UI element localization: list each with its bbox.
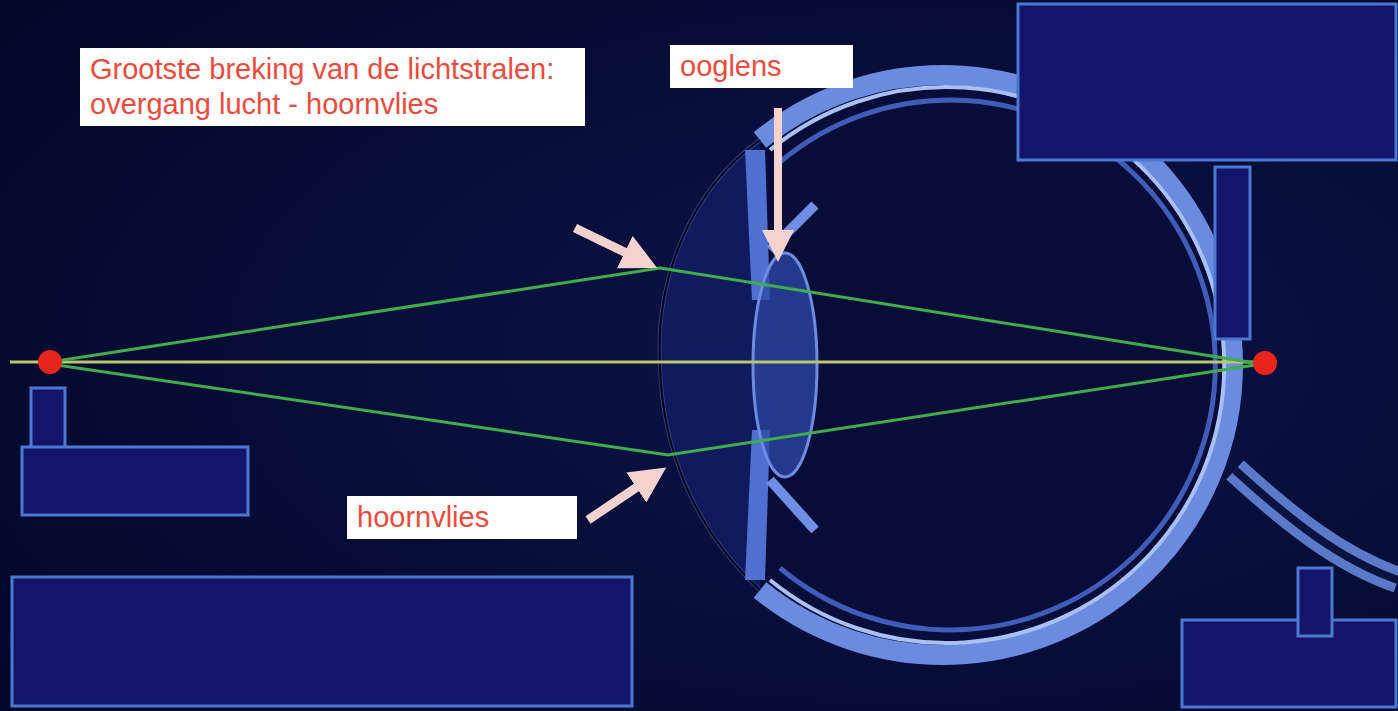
label-box: ooglens (670, 45, 853, 88)
label-box: Grootste breking van de lichtstralen: ov… (80, 48, 585, 126)
leader-arrow (575, 228, 645, 262)
retina (770, 87, 1224, 643)
label-text: Grootste breking van de lichtstralen: ov… (90, 52, 575, 122)
sclera (760, 75, 1233, 655)
image-point (1253, 351, 1277, 375)
label-box: hoornvlies (347, 496, 577, 539)
object-point (38, 350, 62, 374)
light-ray-lower (50, 364, 1255, 455)
placeholder-boxes (12, 4, 1396, 707)
light-ray-upper (50, 268, 1255, 363)
cornea (660, 140, 760, 590)
optic-nerve-core (1235, 470, 1398, 580)
leader-arrow (588, 475, 655, 520)
label-text: ooglens (680, 49, 843, 84)
optic-nerve (1235, 470, 1398, 580)
leader-arrow (774, 108, 782, 250)
light-ray-axis (10, 361, 1255, 364)
label-text: hoornvlies (357, 500, 567, 535)
cornea-edge (660, 140, 760, 590)
choroid (780, 100, 1215, 630)
